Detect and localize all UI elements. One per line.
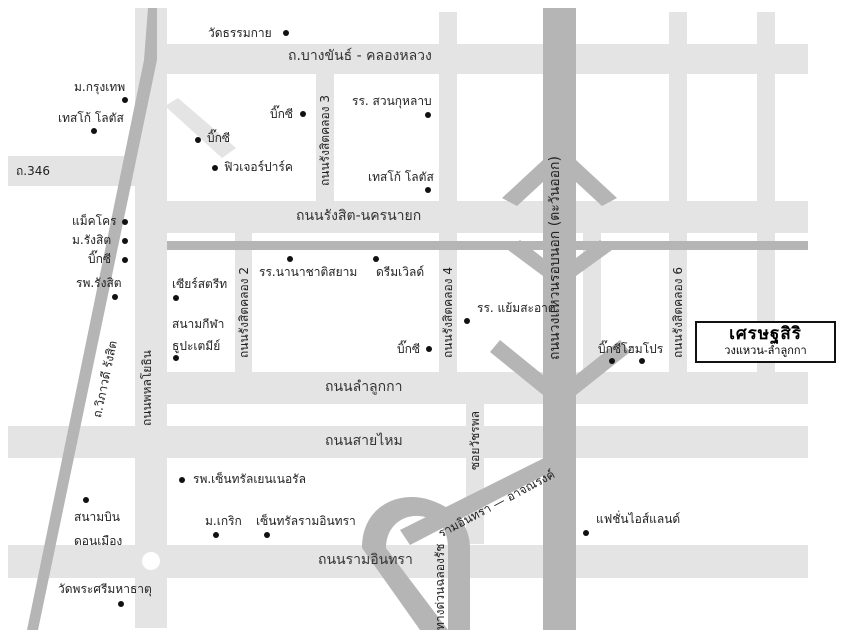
place-dot — [122, 97, 128, 103]
place-dot — [264, 532, 270, 538]
place-tesco-lotus-2: เทสโก้ โลตัส — [368, 170, 434, 184]
road-lamlukka — [150, 372, 808, 404]
road-east-2 — [757, 12, 775, 372]
place-dot — [464, 318, 470, 324]
project-logo: เศรษฐสิริ วงแหวน-ลำลูกกา — [695, 321, 836, 363]
road-saimai — [8, 426, 808, 458]
place-wat-phra-sri: วัดพระศรีมหาธาตุ — [58, 582, 152, 596]
place-dot — [212, 165, 218, 171]
place-don-mueang-1: สนามบิน — [74, 510, 120, 524]
roundabout-center — [142, 552, 160, 570]
major-roads — [27, 8, 808, 630]
place-bigc-1: บิ๊กซี — [207, 131, 231, 145]
road-diag-future — [165, 98, 236, 158]
place-dot — [425, 112, 431, 118]
road-label-bangkhan: ถ.บางขันธ์ - คลองหลวง — [288, 48, 432, 64]
road-khlong2 — [235, 233, 252, 372]
road-khlong3 — [316, 74, 334, 201]
road-khlong6 — [669, 12, 687, 372]
road-label-346: ถ.346 — [16, 164, 50, 178]
place-dot — [112, 294, 118, 300]
ramp-1 — [502, 160, 543, 206]
road-label-soi-watchara: ซอยวัชรพล — [468, 411, 482, 470]
place-dot — [122, 219, 128, 225]
road-label-khlong2: ถนนรังสิตคลอง 2 — [237, 267, 251, 358]
place-bigc-2: บิ๊กซี — [270, 107, 294, 121]
place-wat-thammakai: วัดธรรมกาย — [208, 26, 272, 40]
place-dot — [583, 530, 589, 536]
road-label-khlong4: ถนนรังสิตคลอง 4 — [441, 267, 455, 358]
ramp-2 — [576, 160, 617, 206]
place-dot — [283, 30, 289, 36]
place-dot — [195, 137, 201, 143]
road-tollway — [362, 548, 448, 630]
road-label-khlong3: ถนนรังสิตคลอง 3 — [318, 95, 332, 186]
place-dream-world: ดรีมเวิลด์ — [376, 265, 425, 279]
road-bangkhan — [140, 44, 808, 74]
road-label-kanchanaphisek: ถนนวงแหวนรอบนอก (ตะวันออก) — [547, 156, 563, 360]
place-bigc-home-pro: บิ๊กซีโฮมโปร — [598, 342, 664, 356]
logo-title: เศรษฐสิริ — [729, 324, 802, 344]
road-viphavadi — [27, 8, 157, 630]
place-sears-street: เซียร์สตรีท — [172, 277, 228, 291]
place-dot — [91, 128, 97, 134]
place-makro: แม็คโคร — [72, 214, 117, 228]
place-bigc-4: บิ๊กซี — [397, 342, 421, 356]
ramp-4 — [576, 240, 612, 276]
ramp-6 — [576, 340, 630, 395]
road-label-phahonyothin: ถนนพหลโยธิน — [140, 350, 154, 426]
road-label-khlong6: ถนนรังสิตคลอง 6 — [671, 267, 685, 358]
road-label-ramintra: ถนนรามอินทรา — [318, 552, 413, 568]
place-dot — [122, 257, 128, 263]
road-highway-strip — [167, 241, 808, 250]
place-yamsa-ad: รร. แย้มสะอาด — [477, 301, 556, 315]
road-khlong4-top — [439, 12, 457, 201]
road-tollway-loop — [362, 497, 470, 548]
place-central-general: รพ.เซ็นทรัลเยนเนอรัล — [193, 472, 306, 486]
place-don-mueang-2: ดอนเมือง — [74, 534, 123, 548]
place-dot — [173, 295, 179, 301]
road-label-rangsit-nakhonnayok: ถนนรังสิต-นครนายก — [296, 208, 422, 224]
place-bangkok-univ: ม.กรุงเทพ — [74, 80, 126, 94]
road-tollway-2 — [448, 548, 470, 630]
place-dot — [83, 497, 89, 503]
road-east-1 — [583, 233, 601, 372]
road-label-lamlukka: ถนนลำลูกกา — [325, 379, 403, 395]
place-nanachat-siam: รร.นานาชาติสยาม — [259, 265, 358, 279]
place-bigc-3: บิ๊กซี — [88, 252, 112, 266]
road-kanchanaphisek — [543, 8, 576, 630]
logo-subtitle: วงแหวน-ลำลูกกา — [724, 344, 807, 357]
road-khlong4 — [439, 233, 457, 372]
place-dot — [373, 256, 379, 262]
place-m-kasem: ม.เกริก — [205, 514, 242, 528]
road-rangsit-nakhonnayok — [140, 201, 808, 233]
place-rangsit-hospital: รพ.รังสิต — [76, 276, 122, 290]
place-dot — [173, 355, 179, 361]
place-future-park: ฟิวเจอร์ปาร์ค — [224, 160, 293, 174]
place-thupatemi-2: ธูปะเตมีย์ — [172, 339, 221, 353]
place-dot — [179, 477, 185, 483]
place-fashion-island: แฟชั่นไอส์แลนด์ — [596, 512, 681, 526]
place-central-ramintra: เซ็นทรัลรามอินทรา — [256, 514, 356, 528]
ramp-3 — [508, 240, 543, 276]
place-rangsit-univ: ม.รังสิต — [72, 233, 112, 247]
place-dot — [122, 238, 128, 244]
place-dot — [213, 532, 219, 538]
place-dot — [287, 256, 293, 262]
place-dot — [639, 358, 645, 364]
place-thupatemi-1: สนามกีฬา — [172, 317, 225, 331]
road-label-tollway: ทางด่วนฉลองรัช — [433, 543, 447, 630]
place-dot — [609, 358, 615, 364]
place-dot — [300, 111, 306, 117]
ramp-5 — [490, 340, 543, 395]
road-label-saimai: ถนนสายไหม — [325, 433, 403, 449]
place-suankularb: รร. สวนกุหลาบ — [352, 94, 432, 108]
place-dot — [425, 187, 431, 193]
place-dot — [118, 601, 124, 607]
place-dot — [426, 346, 432, 352]
place-tesco-lotus-1: เทสโก้ โลตัส — [58, 111, 124, 125]
